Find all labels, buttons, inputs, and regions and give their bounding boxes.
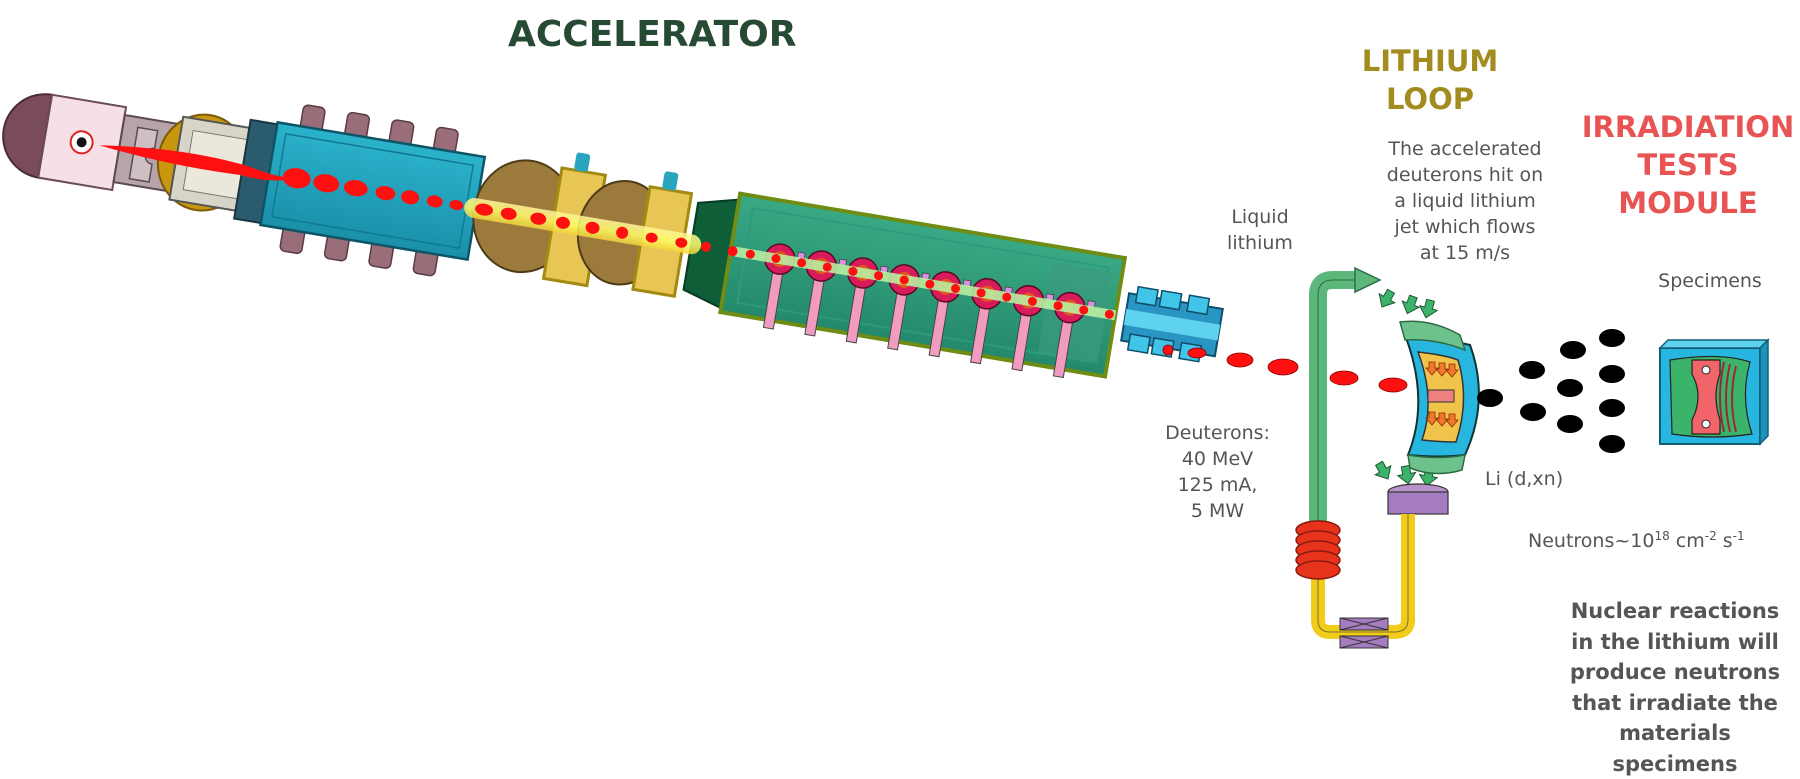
neutron-flux-exp1: 18	[1654, 529, 1669, 543]
flow-arrow-icon	[1417, 298, 1439, 320]
lithium-loop	[1296, 268, 1479, 648]
summary-line: materials	[1560, 718, 1790, 749]
jet-description: The accelerated deuterons hit on a liqui…	[1375, 136, 1555, 266]
liquid-lithium-line: Liquid	[1210, 204, 1310, 230]
flow-arrow-shape	[1417, 298, 1439, 320]
neutron-flux-exp2: -2	[1705, 529, 1717, 543]
flow-arrow-shape	[1399, 294, 1422, 317]
neutrons	[1477, 329, 1625, 453]
flow-arrow-icon	[1371, 459, 1396, 484]
lithium-loop-title-line1: LITHIUM	[1355, 42, 1505, 80]
lithium-return-pipe	[1318, 280, 1360, 530]
summary-line: produce neutrons	[1560, 657, 1790, 688]
neutron-dot	[1557, 379, 1583, 397]
neutron-dot	[1477, 389, 1503, 407]
flow-arrow-icon	[1399, 294, 1422, 317]
rfq	[257, 101, 489, 282]
test-module	[1660, 340, 1768, 444]
irradiation-title-line3: MODULE	[1578, 184, 1798, 222]
heat-exchanger-coil	[1296, 521, 1340, 579]
neutron-dot	[1557, 415, 1583, 433]
neutron-flux-unit2: s	[1717, 530, 1733, 552]
accelerator-assembly	[0, 56, 1231, 405]
beam-bunches-free	[1163, 345, 1407, 392]
beam-bunch	[1163, 345, 1173, 355]
deuterons-line: 5 MW	[1155, 498, 1280, 524]
neutron-dot	[1599, 435, 1625, 453]
ion-source	[0, 88, 185, 200]
neutron-dot	[1599, 399, 1625, 417]
deuterons-line: Deuterons:	[1155, 420, 1280, 446]
beam-bunch	[1268, 359, 1298, 375]
deuterons-line: 125 mA,	[1155, 472, 1280, 498]
neutron-dot	[1520, 403, 1546, 421]
liquid-lithium-line: lithium	[1210, 230, 1310, 256]
jet-description-line: deuterons hit on	[1375, 162, 1555, 188]
deuterons-label: Deuterons: 40 MeV 125 mA, 5 MW	[1155, 420, 1280, 524]
jet-description-line: at 15 m/s	[1375, 240, 1555, 266]
liquid-lithium-label: Liquid lithium	[1210, 204, 1310, 256]
summary-line: specimens	[1560, 749, 1790, 779]
jet-description-line: The accelerated	[1375, 136, 1555, 162]
irradiation-title: IRRADIATION TESTS MODULE	[1578, 108, 1798, 222]
summary-line: Nuclear reactions	[1560, 596, 1790, 627]
specimens-label: Specimens	[1640, 268, 1780, 294]
summary-line: in the lithium will	[1560, 627, 1790, 658]
deuterons-line: 40 MeV	[1155, 446, 1280, 472]
irradiation-title-line1: IRRADIATION	[1578, 108, 1798, 146]
neutron-flux-label: Neutrons~1018 cm-2 s-1	[1528, 528, 1745, 554]
flow-arrow-shape	[1374, 287, 1399, 312]
neutron-dot	[1560, 341, 1586, 359]
beam-bunch	[1188, 348, 1206, 358]
flow-arrow-icon	[1374, 287, 1399, 312]
summary-text: Nuclear reactions in the lithium will pr…	[1560, 596, 1790, 779]
lithium-loop-title: LITHIUM LOOP	[1355, 42, 1505, 118]
lithium-loop-title-line2: LOOP	[1355, 80, 1505, 118]
srf-linac	[680, 187, 1125, 384]
neutron-dot	[1599, 365, 1625, 383]
neutron-flux-unit1: cm	[1670, 530, 1705, 552]
jet-description-line: jet which flows	[1375, 214, 1555, 240]
neutron-dot	[1519, 361, 1545, 379]
beam-bunch	[1330, 371, 1358, 385]
beam-bunch	[1379, 378, 1407, 392]
summary-line: that irradiate the	[1560, 688, 1790, 719]
reaction-label: Li (d,xn)	[1485, 466, 1563, 492]
neutron-dot	[1599, 329, 1625, 347]
accelerator-title: ACCELERATOR	[508, 14, 797, 55]
irradiation-title-line2: TESTS	[1578, 146, 1798, 184]
beam-bunch	[1227, 353, 1253, 367]
jet-description-line: a liquid lithium	[1375, 188, 1555, 214]
neutron-flux-exp3: -1	[1733, 529, 1745, 543]
neutron-flux-prefix: Neutrons~10	[1528, 530, 1654, 552]
flow-arrow-shape	[1371, 459, 1396, 484]
